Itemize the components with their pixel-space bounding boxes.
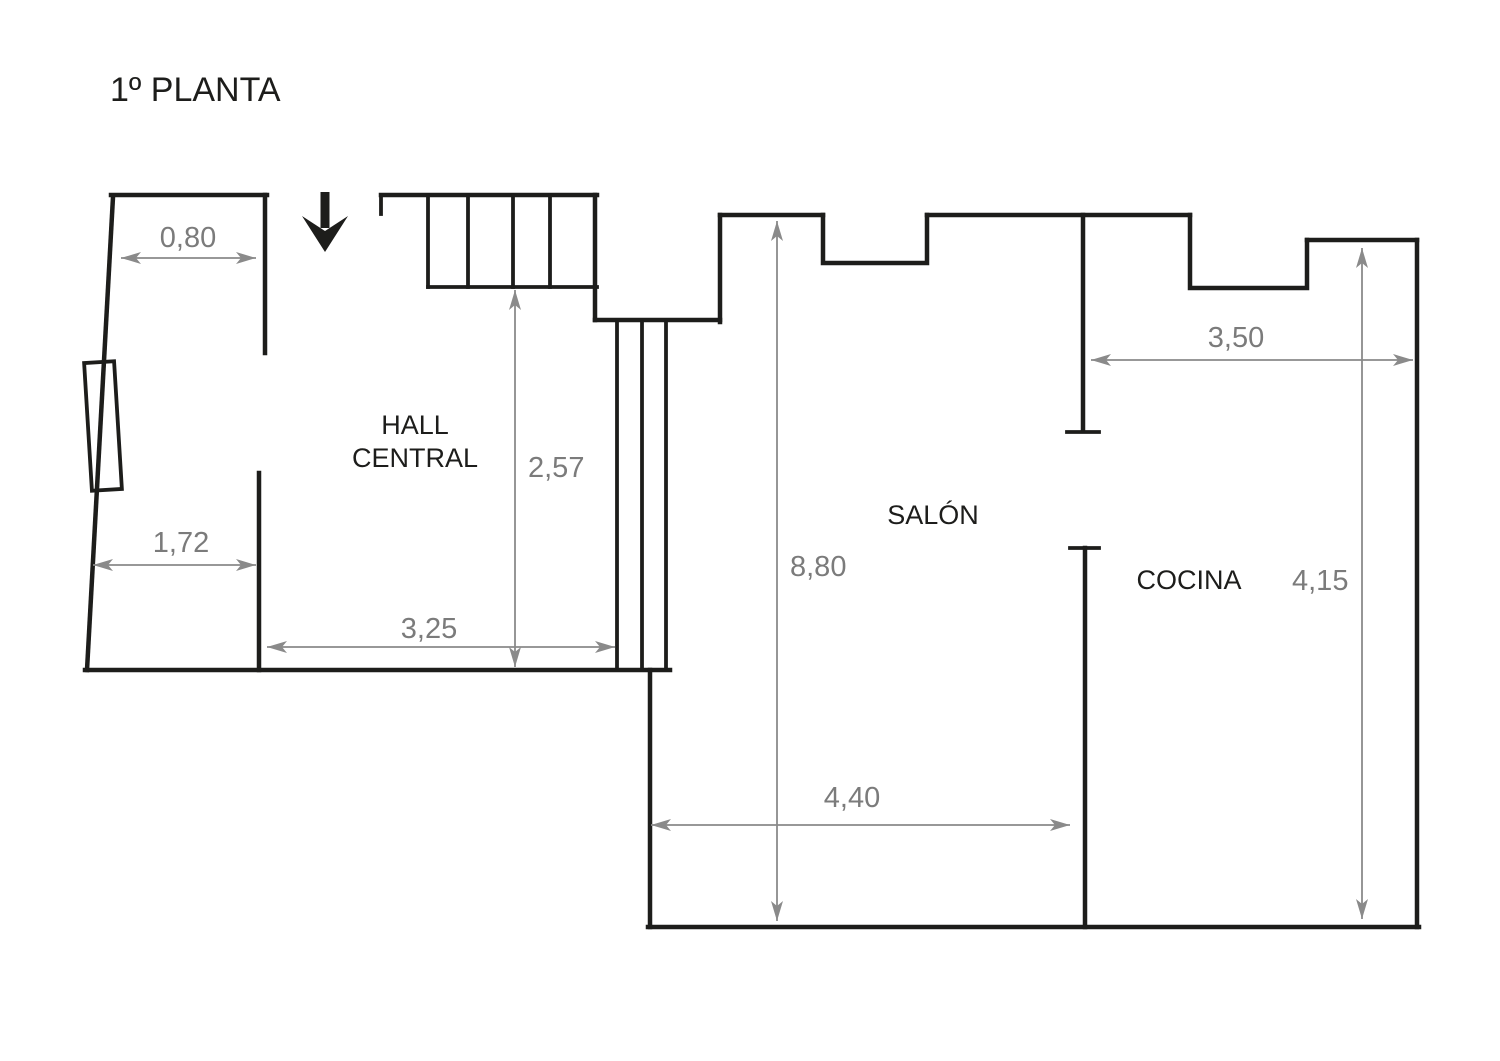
dim-label-salon-length: 8,80 bbox=[790, 551, 846, 583]
wall-cocina-top-notch bbox=[1187, 212, 1310, 291]
walls bbox=[82, 192, 1422, 930]
arrowhead-left bbox=[1091, 354, 1111, 366]
arrowhead-left bbox=[121, 252, 141, 264]
entrance-arrow-head bbox=[302, 216, 348, 252]
room-label-hall-line2: CENTRAL bbox=[352, 443, 478, 473]
dimension-hall-width: 3,25 bbox=[267, 613, 615, 653]
dim-label-cocina-depth: 4,15 bbox=[1292, 565, 1348, 597]
arrowhead-right bbox=[236, 559, 256, 571]
dimension-hall-depth: 2,57 bbox=[509, 290, 584, 667]
arrowhead-down bbox=[1356, 899, 1368, 919]
arrowhead-right bbox=[236, 252, 256, 264]
arrowhead-right bbox=[1393, 354, 1413, 366]
arrowhead-left bbox=[93, 559, 113, 571]
arrowhead-right bbox=[1050, 819, 1070, 831]
arrowhead-down bbox=[771, 901, 783, 921]
dimension-entry-width: 0,80 bbox=[121, 222, 256, 264]
dimension-salon-width: 4,40 bbox=[651, 782, 1070, 831]
dim-label-hall-depth: 2,57 bbox=[528, 452, 584, 484]
dimension-salon-length: 8,80 bbox=[771, 221, 846, 921]
arrowhead-up bbox=[509, 290, 521, 310]
wall-salon-top-notch bbox=[820, 212, 930, 266]
dim-label-cocina-width: 3,50 bbox=[1208, 322, 1264, 354]
stairs bbox=[426, 193, 599, 289]
dim-label-hall-width: 3,25 bbox=[401, 613, 457, 645]
dim-label-salon-width: 4,40 bbox=[824, 782, 880, 814]
room-label-hall-line1: HALL bbox=[381, 410, 449, 440]
page-title: 1º PLANTA bbox=[110, 71, 281, 109]
entrance-arrow-icon bbox=[302, 192, 348, 252]
room-label-salon: SALÓN bbox=[887, 499, 979, 530]
room-label-cocina: COCINA bbox=[1136, 565, 1241, 595]
arrowhead-left bbox=[651, 819, 671, 831]
arrowhead-left bbox=[267, 641, 287, 653]
dimension-cocina-depth: 4,15 bbox=[1292, 248, 1368, 919]
window-symbol bbox=[82, 359, 124, 493]
arrowhead-right bbox=[595, 641, 615, 653]
dimension-cocina-width: 3,50 bbox=[1091, 322, 1413, 366]
dim-label-entry-width: 0,80 bbox=[160, 222, 216, 254]
arrowhead-down bbox=[509, 647, 521, 667]
dimension-hall-opening: 1,72 bbox=[93, 527, 256, 571]
wall-left-outer bbox=[84, 194, 116, 673]
arrowhead-up bbox=[1356, 248, 1368, 268]
dim-label-hall-opening: 1,72 bbox=[153, 527, 209, 559]
arrowhead-up bbox=[771, 221, 783, 241]
